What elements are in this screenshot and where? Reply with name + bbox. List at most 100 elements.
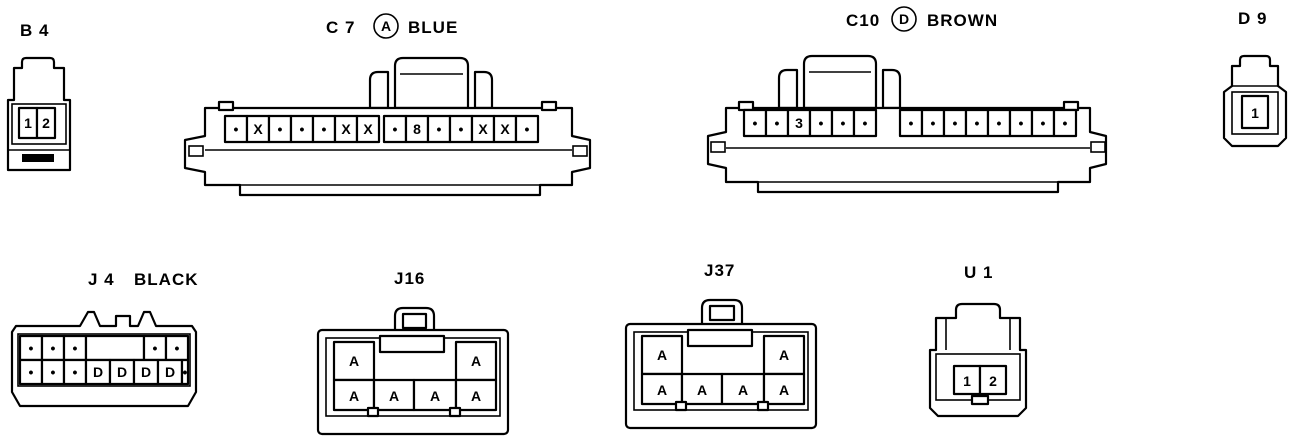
connector-c7-badge-circle: [373, 13, 399, 39]
pin-label: •: [841, 115, 846, 131]
connector-j37-pins: A A A A A A: [640, 334, 806, 406]
pin-label: •: [819, 115, 824, 131]
pin-cell: [762, 372, 806, 406]
pin-label: A: [389, 388, 399, 404]
pin-cell: [35, 106, 57, 140]
pin-label: A: [657, 382, 667, 398]
connector-j4-color: BLACK: [134, 270, 199, 289]
pin-cell: [514, 114, 540, 144]
connector-c10-label: C10: [846, 11, 880, 30]
connector-d9-label: D 9: [1238, 9, 1267, 28]
connector-c7-label: C 7: [326, 18, 355, 37]
pin-cell: [332, 340, 376, 382]
pin-label: X: [478, 121, 488, 137]
pin-label: D: [141, 364, 151, 380]
connector-j37: J37 A A A A A A: [624, 261, 818, 430]
pin-label: A: [349, 388, 359, 404]
pin-label: •: [1041, 115, 1046, 131]
pin-label: 1: [24, 115, 32, 131]
pin-label: A: [471, 353, 481, 369]
pin-label: •: [300, 121, 305, 137]
connector-d9: D 9 1: [1222, 9, 1288, 148]
connector-u1-pins: 1 2: [952, 364, 1008, 396]
pin-label: •: [73, 364, 78, 380]
pin-label: •: [775, 115, 780, 131]
pin-cell: [1240, 94, 1270, 130]
pin-label: A: [471, 388, 481, 404]
pin-label: •: [51, 340, 56, 356]
connector-j16-pins: A A A A A A: [332, 340, 498, 412]
pin-cell: [156, 358, 184, 386]
connector-latch: [970, 394, 990, 406]
connector-c7-badge: A: [381, 18, 391, 34]
pin-label: D: [117, 364, 127, 380]
pin-label: A: [697, 382, 707, 398]
pin-label: 2: [42, 115, 50, 131]
pin-cell-blank: [84, 334, 146, 362]
connector-b4: B 4 1 2: [6, 21, 72, 172]
connector-c10-badge-circle: [891, 6, 917, 32]
connector-b4-label: B 4: [20, 21, 49, 40]
pin-cell: [355, 114, 381, 144]
pin-label: •: [1063, 115, 1068, 131]
pin-label: X: [253, 121, 263, 137]
pin-label: 3: [795, 115, 803, 131]
pin-label: •: [153, 340, 158, 356]
pin-label: •: [322, 121, 327, 137]
pin-label: X: [363, 121, 373, 137]
pin-label: •: [437, 121, 442, 137]
pin-cell: [978, 364, 1008, 396]
connector-j4: J 4 BLACK • • • • • • • • D D: [10, 270, 199, 408]
pin-label: A: [657, 347, 667, 363]
pin-label: •: [953, 115, 958, 131]
connector-c10-badge: D: [899, 11, 909, 27]
pin-label: •: [753, 115, 758, 131]
pin-cell: [412, 378, 458, 412]
pin-label: •: [29, 340, 34, 356]
pin-cell: [640, 372, 684, 406]
connector-j4-pins: • • • • • • • • D D D D •: [18, 334, 190, 386]
connector-c10-pins: • • 3 • • • • • • • • • • •: [742, 108, 1078, 138]
pin-label: A: [738, 382, 748, 398]
pin-cell: [852, 108, 878, 138]
connector-j16: J16 A A A A A A: [316, 269, 510, 436]
pin-label: •: [909, 115, 914, 131]
connector-j16-label: J16: [394, 269, 425, 288]
connector-b4-pins: 1 2: [17, 106, 57, 140]
pin-cell: [640, 334, 684, 376]
pin-label: A: [349, 353, 359, 369]
pin-label: •: [73, 340, 78, 356]
pin-label: 1: [963, 373, 971, 389]
pin-label: •: [51, 364, 56, 380]
pin-label: •: [393, 121, 398, 137]
pin-label: 1: [1251, 105, 1259, 121]
connector-c10-color: BROWN: [927, 11, 998, 30]
pin-label: X: [341, 121, 351, 137]
connector-c7-pins: • X • • • X X • 8 • • X X •: [223, 114, 540, 144]
connector-u1-label: U 1: [964, 263, 993, 282]
pin-label: •: [863, 115, 868, 131]
pin-label: •: [931, 115, 936, 131]
pin-label: •: [459, 121, 464, 137]
pin-label: A: [430, 388, 440, 404]
pin-cell: [454, 378, 498, 412]
pin-label: •: [175, 340, 180, 356]
pin-label: D: [165, 364, 175, 380]
connector-c7: C 7 A BLUE • X • • • X: [183, 13, 592, 197]
pin-label: •: [525, 121, 530, 137]
pin-label: 2: [989, 373, 997, 389]
pin-label: •: [997, 115, 1002, 131]
connector-latch: [802, 54, 878, 110]
pin-label: •: [183, 364, 188, 380]
pin-cell: [372, 378, 416, 412]
connector-j4-label: J 4: [88, 270, 115, 289]
connector-j37-label: J37: [704, 261, 735, 280]
connector-latch: [393, 56, 470, 110]
connector-c7-color: BLUE: [408, 18, 458, 37]
pin-cell: [180, 358, 190, 386]
connector-u1: U 1 1 2: [928, 263, 1028, 418]
pin-label: D: [93, 364, 103, 380]
pin-label: •: [29, 364, 34, 380]
pin-label: X: [500, 121, 510, 137]
